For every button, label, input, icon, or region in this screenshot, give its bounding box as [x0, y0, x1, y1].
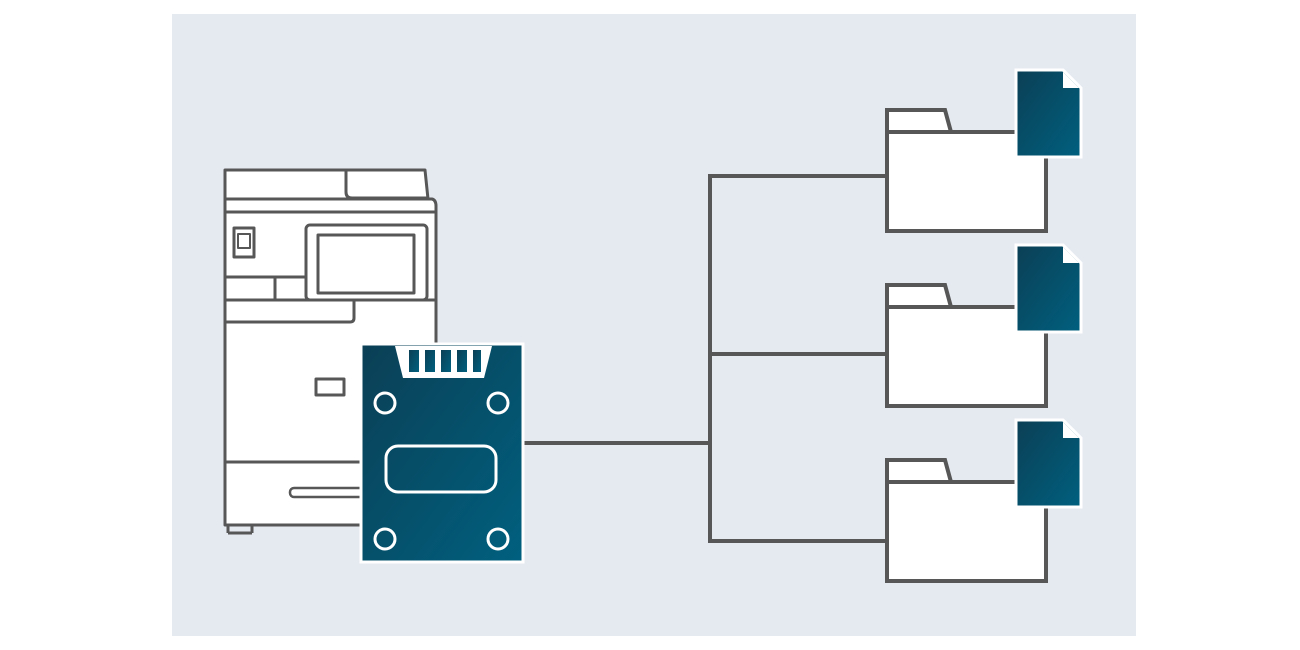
folder-3 [885, 418, 1083, 583]
connector-lines [522, 174, 888, 543]
document-icon [1014, 68, 1083, 159]
document-icon [1014, 243, 1083, 334]
folder-group [885, 68, 1083, 583]
document-fold-corner [1063, 422, 1079, 438]
folder-2 [885, 243, 1083, 408]
document-icon [1014, 418, 1083, 509]
circuit-board-icon [359, 342, 525, 564]
document-fold-corner [1063, 247, 1079, 263]
folder-1 [885, 68, 1083, 233]
document-fold-corner [1063, 72, 1079, 88]
